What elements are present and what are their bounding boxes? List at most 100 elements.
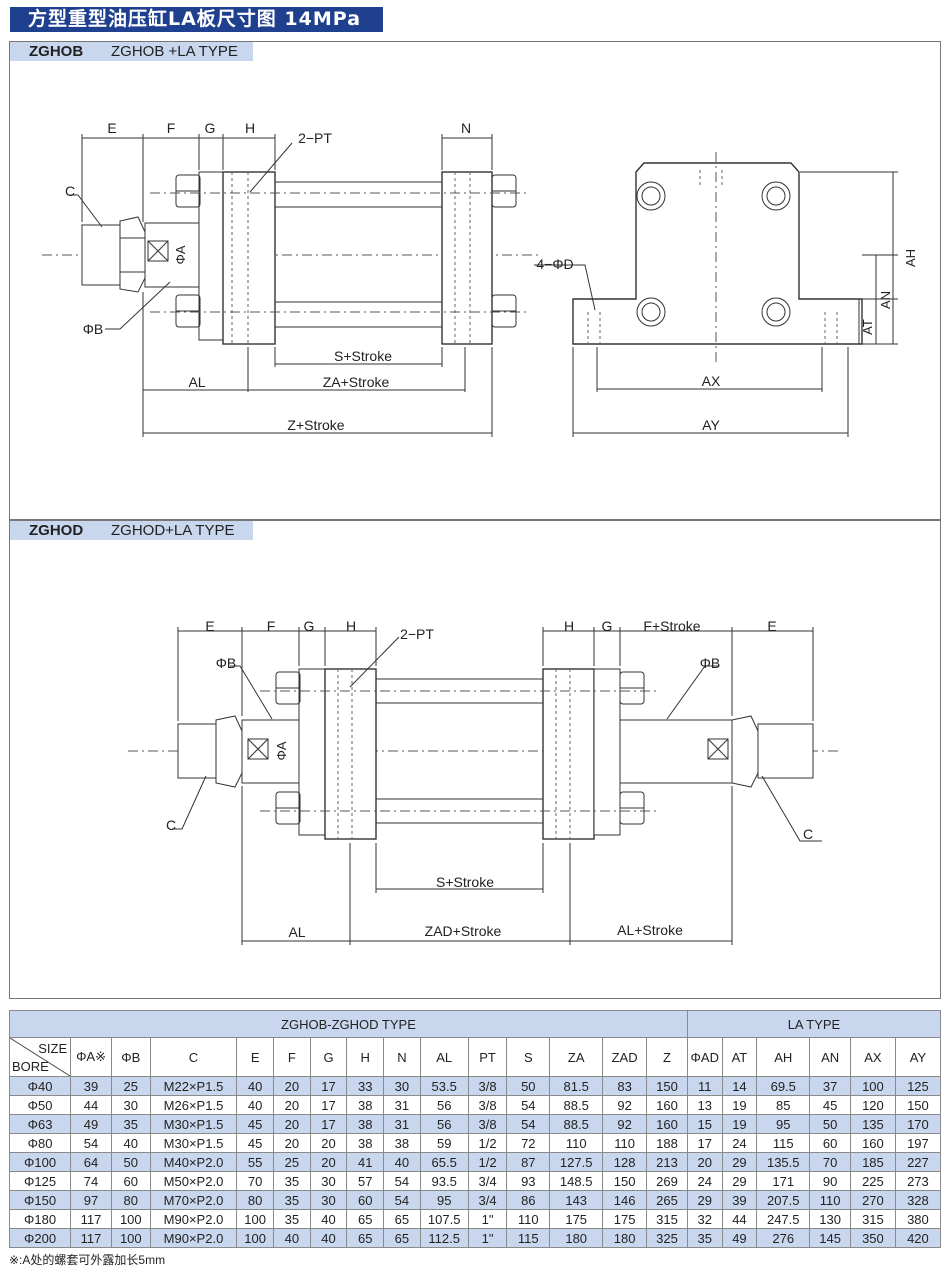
table-cell: 93.5 xyxy=(419,1171,469,1191)
table-cell: 100 xyxy=(110,1209,151,1229)
table-cell: 39 xyxy=(70,1076,112,1096)
table-cell: 145 xyxy=(809,1228,852,1248)
table-cell: 85 xyxy=(756,1095,811,1115)
table-cell: 11 xyxy=(686,1076,723,1096)
dim-label: AL xyxy=(188,374,205,390)
table-cell: 45 xyxy=(809,1095,852,1115)
dim-label: C xyxy=(166,817,176,833)
table-cell: 40 xyxy=(309,1228,348,1248)
dim-label: ΦB xyxy=(216,655,237,671)
table-cell: 38 xyxy=(346,1095,385,1115)
table-cell: 74 xyxy=(70,1171,112,1191)
table-cell: M30×P1.5 xyxy=(149,1114,238,1134)
table-cell: 35 xyxy=(273,1171,311,1191)
table-cell: 35 xyxy=(686,1228,723,1248)
dim-label: H xyxy=(346,618,356,634)
table-cell: 93 xyxy=(506,1171,551,1191)
table-cell: 143 xyxy=(549,1190,604,1210)
dim-label: ZAD+Stroke xyxy=(425,923,502,939)
table-cell: 80 xyxy=(236,1190,274,1210)
dim-label: AN xyxy=(878,291,893,309)
table-cell: 81.5 xyxy=(549,1076,604,1096)
dim-label: 2−PT xyxy=(400,626,434,642)
page-title: 方型重型油压缸LA板尺寸图 14MPa xyxy=(10,7,383,32)
dim-label: AT xyxy=(860,319,875,335)
table-cell: 50 xyxy=(506,1076,551,1096)
table-cell: 100 xyxy=(850,1076,896,1096)
table-cell: 54 xyxy=(506,1095,551,1115)
table-cell: 100 xyxy=(236,1228,274,1248)
table-cell: 1/2 xyxy=(467,1133,508,1153)
table-cell: 44 xyxy=(721,1209,758,1229)
table-cell: 65 xyxy=(346,1228,385,1248)
table-cell: 60 xyxy=(346,1190,385,1210)
table-cell: 150 xyxy=(602,1171,648,1191)
table-cell: 72 xyxy=(506,1133,551,1153)
table-cell: 35 xyxy=(273,1190,311,1210)
dim-label: AL xyxy=(288,924,305,940)
dim-label: ΦA xyxy=(274,741,289,760)
bore-cell: Φ200 xyxy=(8,1228,72,1248)
table-cell: 35 xyxy=(273,1209,311,1229)
table-cell: 273 xyxy=(894,1171,942,1191)
zghod-dimension-labels: E F G H 2−PT H G F+Stroke E ΦB ΦB ΦA C C… xyxy=(166,618,813,940)
table-cell: 175 xyxy=(602,1209,648,1229)
column-header: ΦAD xyxy=(686,1037,723,1077)
table-cell: 150 xyxy=(894,1095,942,1115)
table-cell: 225 xyxy=(850,1171,896,1191)
zghod-side-view-drawing xyxy=(128,627,840,945)
table-cell: 13 xyxy=(686,1095,723,1115)
model-type: ZGHOB +LA TYPE xyxy=(111,43,238,60)
column-header: H xyxy=(346,1037,385,1077)
table-group-header: ZGHOB-ZGHOD TYPE xyxy=(9,1010,688,1038)
table-cell: 69.5 xyxy=(756,1076,811,1096)
table-cell: 17 xyxy=(309,1095,348,1115)
table-cell: 171 xyxy=(756,1171,811,1191)
table-cell: 276 xyxy=(756,1228,811,1248)
table-cell: 87 xyxy=(506,1152,551,1172)
table-cell: 70 xyxy=(236,1171,274,1191)
table-cell: 60 xyxy=(110,1171,151,1191)
table-cell: 127.5 xyxy=(549,1152,604,1172)
table-cell: 92 xyxy=(602,1095,648,1115)
table-cell: 180 xyxy=(602,1228,648,1248)
table-cell: 20 xyxy=(273,1076,311,1096)
column-header: ZAD xyxy=(602,1037,648,1077)
table-cell: 1" xyxy=(467,1209,508,1229)
table-cell: 213 xyxy=(646,1152,688,1172)
table-cell: 315 xyxy=(646,1209,688,1229)
dimension-table: ZGHOB-ZGHOD TYPE LA TYPE SIZE BORE ΦA※ΦB… xyxy=(8,1010,942,1248)
table-cell: 39 xyxy=(721,1190,758,1210)
table-cell: 54 xyxy=(506,1114,551,1134)
dim-label: F xyxy=(267,618,276,634)
dim-label: H xyxy=(564,618,574,634)
table-cell: 17 xyxy=(309,1076,348,1096)
table-cell: 40 xyxy=(236,1076,274,1096)
table-cell: 40 xyxy=(110,1133,151,1153)
table-cell: 80 xyxy=(110,1190,151,1210)
dim-label: ΦB xyxy=(83,321,104,337)
table-cell: M90×P2.0 xyxy=(149,1228,238,1248)
table-cell: 88.5 xyxy=(549,1114,604,1134)
table-cell: 328 xyxy=(894,1190,942,1210)
table-group-header: LA TYPE xyxy=(686,1010,942,1038)
table-cell: 160 xyxy=(646,1095,688,1115)
dim-label: ZA+Stroke xyxy=(323,374,390,390)
table-cell: 24 xyxy=(721,1133,758,1153)
table-cell: 247.5 xyxy=(756,1209,811,1229)
bore-cell: Φ80 xyxy=(8,1133,72,1153)
bore-cell: Φ150 xyxy=(8,1190,72,1210)
table-cell: 54 xyxy=(383,1171,421,1191)
table-cell: 20 xyxy=(273,1095,311,1115)
table-cell: 197 xyxy=(894,1133,942,1153)
dim-label: S+Stroke xyxy=(334,348,392,364)
column-header: AL xyxy=(419,1037,469,1077)
table-cell: 150 xyxy=(646,1076,688,1096)
table-cell: 31 xyxy=(383,1095,421,1115)
dim-label: AH xyxy=(903,249,918,267)
table-cell: 110 xyxy=(809,1190,852,1210)
